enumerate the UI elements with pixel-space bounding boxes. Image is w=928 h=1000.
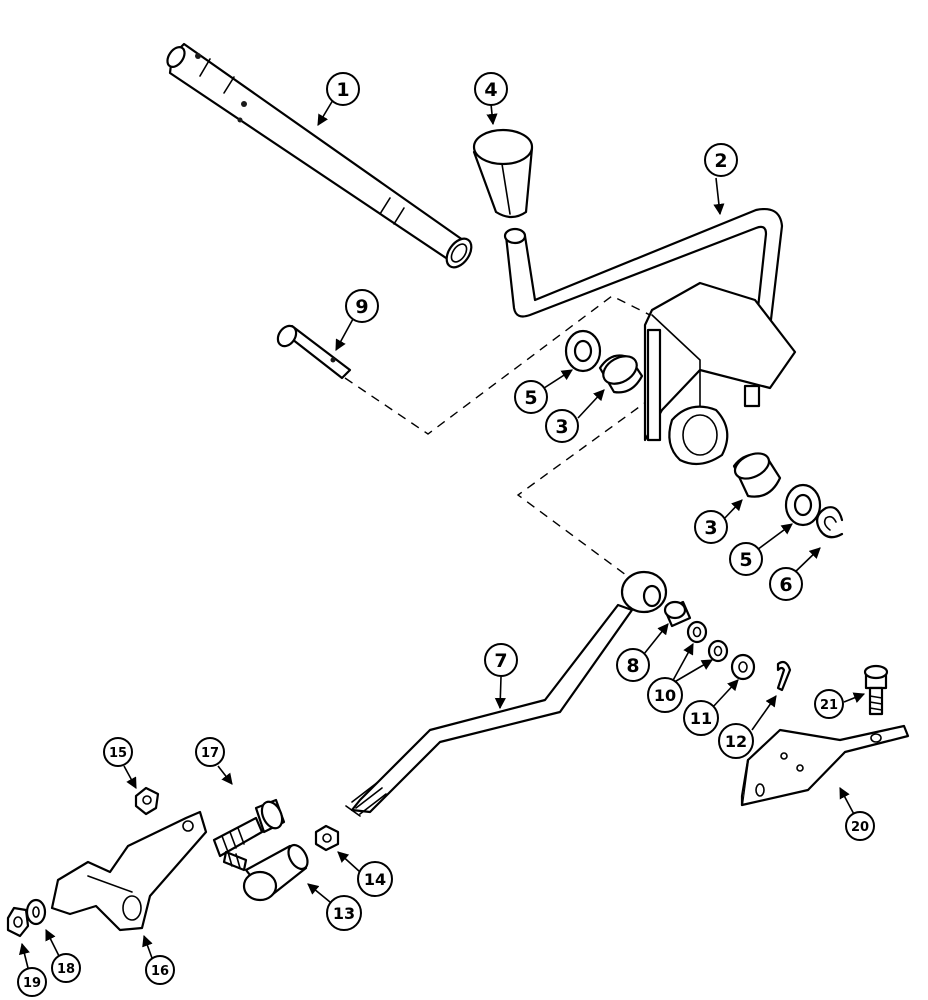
part-3-bushing-upper <box>598 354 644 394</box>
callout-8-label: 8 <box>626 655 639 677</box>
part-14-nut <box>314 824 340 852</box>
part-18-washer <box>25 898 47 926</box>
part-15-nut <box>134 786 160 816</box>
callout-10-label: 10 <box>654 686 676 705</box>
callout-17-label: 17 <box>201 746 219 761</box>
part-2-shift-lever <box>503 208 784 347</box>
part-3-bushing-lower <box>732 452 782 498</box>
callout-7: 7 <box>484 643 518 677</box>
callout-12-label: 12 <box>725 732 747 751</box>
callout-4: 4 <box>474 72 508 106</box>
callout-12: 12 <box>718 723 754 759</box>
callout-16: 16 <box>145 955 175 985</box>
part-10-washers <box>686 620 729 663</box>
callout-7-label: 7 <box>494 650 507 672</box>
part-5-washer-upper <box>564 329 602 373</box>
callout-5b-label: 5 <box>739 549 752 571</box>
callout-20: 20 <box>845 811 875 841</box>
callout-4-label: 4 <box>484 79 497 101</box>
callout-14: 14 <box>357 861 393 897</box>
callout-20-label: 20 <box>851 820 869 835</box>
part-13-ball-joint <box>222 843 309 902</box>
callout-5a-label: 5 <box>524 387 537 409</box>
part-11-washer <box>730 653 756 681</box>
callout-9-label: 9 <box>355 296 368 318</box>
callout-19-label: 19 <box>23 976 41 991</box>
callout-2: 2 <box>704 143 738 177</box>
callout-15: 15 <box>103 737 133 767</box>
assembly-lines <box>344 295 701 579</box>
callout-3a-label: 3 <box>555 416 568 438</box>
part-5-washer-lower <box>784 483 822 527</box>
callout-13: 13 <box>326 895 362 931</box>
callout-16-label: 16 <box>151 964 169 979</box>
callout-21-label: 21 <box>820 698 838 713</box>
part-7-shift-rod <box>345 570 668 817</box>
callout-3a: 3 <box>545 409 579 443</box>
callout-13-label: 13 <box>333 904 355 923</box>
part-21-bolt <box>863 664 889 716</box>
callout-3b: 3 <box>694 510 728 544</box>
callout-3b-label: 3 <box>704 517 717 539</box>
part-6-snap-ring <box>815 506 844 539</box>
part-8-spacer <box>663 600 692 628</box>
callout-5a: 5 <box>514 380 548 414</box>
part-17-bolt <box>212 798 286 858</box>
callout-1-label: 1 <box>336 79 349 101</box>
callout-17: 17 <box>195 737 225 767</box>
callout-14-label: 14 <box>364 870 386 889</box>
callout-10: 10 <box>647 677 683 713</box>
callout-5b: 5 <box>729 542 763 576</box>
bracket-housing <box>643 281 797 466</box>
callout-15-label: 15 <box>109 746 127 761</box>
callout-18: 18 <box>51 953 81 983</box>
callout-11: 11 <box>683 700 719 736</box>
part-1-shaft <box>166 42 473 269</box>
callout-11-label: 11 <box>690 709 712 728</box>
callout-21: 21 <box>814 689 844 719</box>
callout-6: 6 <box>769 567 803 601</box>
callout-1: 1 <box>326 72 360 106</box>
part-19-nut <box>6 906 30 938</box>
callout-9: 9 <box>345 289 379 323</box>
callout-18-label: 18 <box>57 962 75 977</box>
part-4-knob <box>472 128 534 219</box>
leader-lines <box>19 99 866 969</box>
callout-2-label: 2 <box>714 150 727 172</box>
part-9-clevis-pin <box>276 324 352 380</box>
callout-6-label: 6 <box>779 574 792 596</box>
part-20-plate <box>740 724 910 807</box>
callout-8: 8 <box>616 648 650 682</box>
part-12-cotter-pin <box>776 660 792 692</box>
part-16-bracket-arm <box>50 810 208 932</box>
callout-19: 19 <box>17 967 47 997</box>
